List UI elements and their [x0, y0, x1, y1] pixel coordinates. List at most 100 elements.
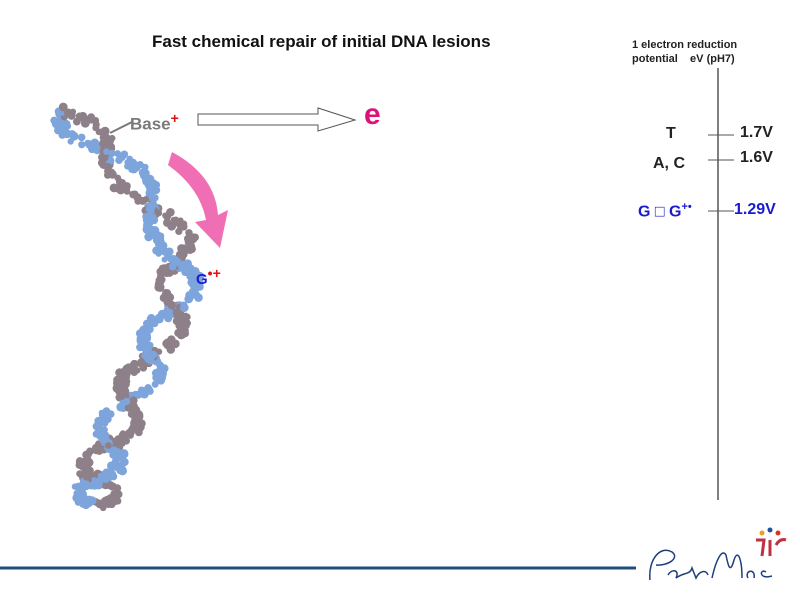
level-label-g: G □ G+• — [638, 201, 692, 221]
helix-atom — [79, 492, 87, 501]
helix-atom — [136, 359, 144, 367]
helix-atom — [108, 149, 116, 158]
helix-atom — [166, 345, 176, 354]
helix-atom — [180, 301, 188, 309]
dna-helix-image — [50, 102, 205, 512]
helix-atom — [74, 482, 83, 491]
helix-atom — [133, 409, 142, 418]
helix-atom — [156, 267, 165, 277]
helix-atom — [143, 334, 152, 342]
helix-atom — [163, 218, 172, 227]
helix-atom — [75, 461, 83, 469]
helix-atom — [77, 133, 86, 142]
helix-atom — [144, 355, 152, 363]
helix-atom — [101, 154, 109, 162]
helix-atom — [134, 197, 142, 205]
helix-atom — [183, 319, 191, 327]
helix-atom — [105, 442, 112, 449]
helix-atom — [186, 273, 193, 280]
helix-atom — [120, 386, 130, 396]
helix-atom — [86, 495, 93, 502]
helix-atom — [135, 193, 142, 200]
helix-atom — [129, 190, 137, 199]
helix-atom — [107, 410, 115, 418]
helix-atom — [108, 170, 117, 179]
helix-atom — [85, 469, 92, 477]
level-value-t: 1.7V — [740, 124, 773, 141]
axis-header: 1 electron reduction potential eV (pH7) — [632, 38, 737, 66]
helix-atom — [157, 369, 164, 377]
helix-atom — [136, 334, 145, 343]
helix-atom — [92, 116, 100, 124]
helix-atom — [111, 498, 119, 506]
helix-atom — [63, 108, 73, 117]
helix-atom — [124, 403, 133, 412]
helix-atom — [144, 232, 153, 242]
helix-atom — [56, 121, 65, 130]
helix-atom — [155, 209, 163, 217]
helix-atom — [58, 102, 68, 112]
helix-atom — [145, 181, 152, 188]
helix-atom — [147, 207, 155, 215]
base-cation-label: Base+ — [130, 110, 179, 134]
helix-atom — [76, 470, 84, 478]
helix-atom — [150, 215, 159, 224]
axis-header-line1: 1 electron reduction — [632, 39, 738, 51]
helix-atom — [92, 430, 100, 438]
helix-atom — [155, 238, 163, 247]
helix-atom — [146, 315, 153, 322]
helix-atom — [69, 131, 79, 141]
level-label-t: T — [666, 125, 676, 142]
helix-atom — [126, 365, 134, 374]
helix-atom — [182, 245, 191, 254]
helix-atom — [147, 201, 157, 211]
helix-atom — [92, 445, 99, 453]
helix-atom — [167, 335, 176, 344]
curved-pink-arrow — [168, 152, 228, 248]
helix-atom — [118, 185, 126, 193]
helix-atom — [177, 314, 185, 322]
helix-atom — [108, 144, 115, 152]
helix-atom — [155, 276, 164, 285]
electron-label: e — [364, 98, 381, 131]
helix-atom — [177, 217, 184, 224]
helix-atom — [160, 247, 168, 255]
helix-atom — [165, 247, 174, 256]
peter-mac-logo — [649, 527, 787, 581]
helix-atom — [75, 112, 84, 120]
helix-atom — [95, 477, 104, 486]
helix-atom — [122, 437, 131, 445]
helix-atom — [112, 457, 119, 464]
helix-atom — [142, 169, 150, 177]
helix-atom — [78, 141, 86, 149]
helix-atom — [140, 325, 149, 333]
helix-atom — [101, 426, 108, 434]
helix-atom — [151, 320, 159, 328]
helix-atom — [110, 491, 119, 500]
helix-atom — [117, 372, 125, 381]
helix-atom — [130, 359, 139, 369]
helix-atom — [181, 267, 190, 277]
level-label-ac: A, C — [653, 155, 685, 172]
helix-atom — [120, 457, 129, 467]
level-value-ac: 1.6V — [740, 149, 773, 166]
helix-atom — [83, 464, 91, 472]
helix-atom — [129, 396, 138, 405]
helix-atom — [162, 212, 169, 219]
helix-atom — [85, 451, 92, 459]
helix-atom — [191, 285, 198, 292]
helix-atom — [145, 226, 154, 235]
helix-atom — [128, 428, 136, 435]
helix-atom — [104, 162, 112, 170]
helix-atom — [141, 163, 149, 171]
helix-atom — [136, 419, 143, 426]
helix-atom — [118, 466, 127, 476]
hollow-arrow-right — [197, 107, 357, 132]
helix-atom — [103, 148, 110, 155]
helix-atom — [94, 416, 103, 426]
helix-atom — [89, 144, 97, 152]
helix-atom — [123, 373, 131, 381]
helix-atom — [155, 313, 164, 323]
helix-atom — [130, 166, 137, 173]
